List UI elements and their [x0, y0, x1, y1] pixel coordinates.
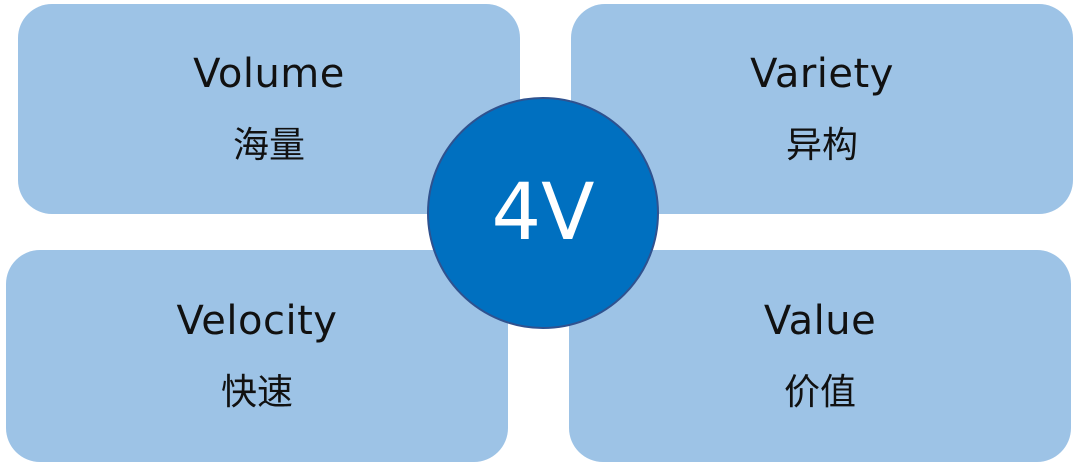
- card-variety-en: Variety: [750, 51, 894, 97]
- card-value-en: Value: [763, 298, 877, 344]
- hub-label: 4V: [491, 168, 595, 258]
- card-velocity-zh: 快速: [220, 372, 293, 413]
- hub-circle: 4V: [427, 97, 659, 329]
- card-velocity-en: Velocity: [176, 298, 338, 344]
- card-volume-en: Volume: [193, 51, 345, 97]
- card-variety: Variety 异构: [571, 4, 1073, 214]
- card-volume-zh: 海量: [232, 125, 305, 166]
- card-value-zh: 价值: [783, 372, 856, 413]
- card-velocity: Velocity 快速: [6, 250, 508, 462]
- card-volume: Volume 海量: [18, 4, 520, 214]
- card-value: Value 价值: [569, 250, 1071, 462]
- card-variety-zh: 异构: [785, 125, 858, 166]
